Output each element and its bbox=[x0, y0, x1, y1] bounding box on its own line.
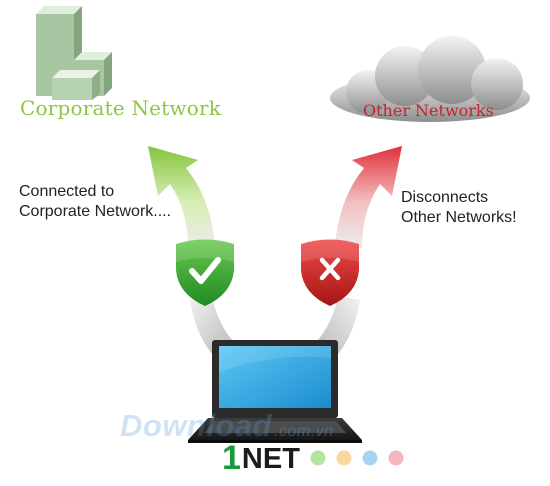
allow-shield bbox=[176, 239, 234, 306]
brand-logo: 1 NET bbox=[222, 441, 300, 475]
watermark-domain: .com.vn bbox=[274, 423, 334, 440]
connected-status-text: Connected to Corporate Network.... bbox=[19, 182, 171, 222]
watermark-text: Download bbox=[120, 408, 273, 443]
connected-line-2: Corporate Network.... bbox=[19, 203, 172, 220]
red-arrow bbox=[335, 146, 402, 248]
disconnect-line-1: Disconnects bbox=[401, 189, 489, 206]
brand-word: NET bbox=[241, 443, 300, 475]
watermark: Download.com.vn bbox=[120, 408, 334, 444]
brand-digit: 1 bbox=[222, 439, 241, 477]
disconnect-line-2: Other Networks! bbox=[401, 209, 517, 226]
disconnect-status-text: Disconnects Other Networks! bbox=[401, 188, 517, 228]
decorative-dots bbox=[310, 450, 404, 466]
x-icon bbox=[319, 257, 341, 281]
other-networks-title: Other Networks bbox=[363, 101, 494, 120]
building-icon bbox=[36, 6, 112, 100]
corporate-network-title: Corporate Network bbox=[20, 96, 222, 120]
block-shield bbox=[301, 239, 359, 306]
green-arrow bbox=[148, 146, 215, 248]
laptop-icon bbox=[188, 340, 362, 443]
check-icon bbox=[189, 257, 221, 284]
cloud-icon bbox=[330, 36, 530, 122]
connected-line-1: Connected to bbox=[19, 183, 115, 200]
